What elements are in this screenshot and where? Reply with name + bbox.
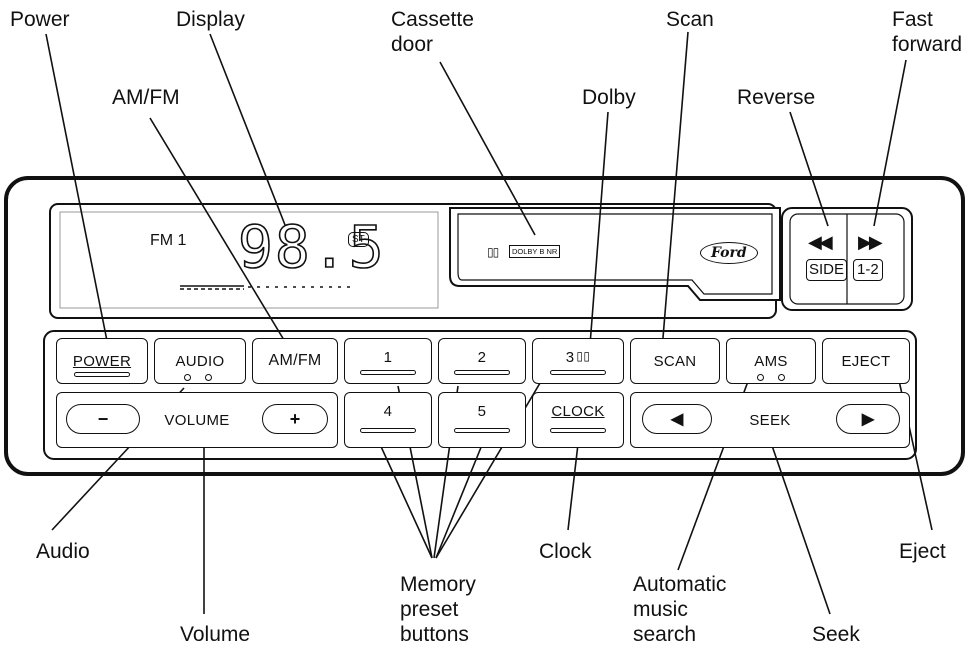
leader-clock: [567, 443, 579, 531]
leader-seek: [767, 433, 831, 615]
label-cassette-door: Cassette door: [391, 8, 474, 56]
preset-3-indicator: [550, 370, 606, 375]
audio-button-label: AUDIO: [175, 353, 225, 370]
label-automatic-music-search: Automatic music search: [633, 573, 727, 646]
preset-4-indicator: [360, 428, 416, 433]
leader-memory-3: [435, 372, 547, 559]
label-display: Display: [176, 8, 245, 31]
preset-2-indicator: [454, 370, 510, 375]
preset-2-label: 2: [477, 349, 487, 366]
audio-button[interactable]: AUDIO: [154, 338, 246, 384]
leader-memory-4: [377, 439, 433, 559]
volume-label: VOLUME: [164, 411, 230, 429]
label-audio: Audio: [36, 540, 90, 563]
seek-right-icon: ▶: [861, 411, 875, 428]
leader-reverse: [789, 111, 829, 227]
preset-3-label: 3: [565, 349, 575, 366]
label-reverse: Reverse: [737, 86, 816, 109]
clock-button[interactable]: CLOCK: [532, 392, 624, 448]
rewind-icon[interactable]: ◀◀: [808, 232, 833, 252]
frequency-readout: 98.5: [237, 213, 386, 281]
seek-label: SEEK: [749, 411, 791, 429]
seek-up-button[interactable]: ▶: [836, 404, 900, 434]
signal-bar-row: [180, 285, 350, 290]
audio-led-right: [205, 374, 212, 381]
dolby-button-icon: ▯▯: [576, 349, 591, 363]
label-seek: Seek: [812, 623, 860, 646]
side-label: SIDE: [806, 259, 848, 281]
label-scan: Scan: [666, 8, 714, 31]
stereo-badge: ST: [348, 232, 369, 247]
fast-forward-icon[interactable]: ▶▶: [858, 232, 883, 252]
display-window: [59, 211, 439, 309]
preset-2-button[interactable]: 2: [438, 338, 526, 384]
ams-button[interactable]: AMS: [726, 338, 816, 384]
clock-indicator: [550, 428, 606, 433]
label-volume: Volume: [180, 623, 251, 646]
preset-3-button[interactable]: 3▯▯: [532, 338, 624, 384]
seek-left-icon: ◀: [670, 411, 684, 428]
label-am-fm: AM/FM: [112, 86, 180, 109]
preset-1-button[interactable]: 1: [344, 338, 432, 384]
preset-5-label: 5: [477, 403, 487, 420]
dolby-badge: DOLBY B NR: [509, 245, 561, 258]
preset-4-button[interactable]: 4: [344, 392, 432, 448]
preset-5-indicator: [454, 428, 510, 433]
ford-logo: Ford: [700, 242, 758, 264]
leader-fast-forward: [873, 59, 907, 227]
clock-button-label: CLOCK: [551, 403, 605, 420]
label-clock: Clock: [539, 540, 592, 563]
ams-led-right: [778, 374, 785, 381]
leader-cassette-door: [439, 61, 536, 236]
label-dolby: Dolby: [582, 86, 636, 109]
leader-am-fm: [149, 117, 291, 351]
preset-1-label: 1: [383, 349, 393, 366]
dolby-icon: ▯▯: [487, 245, 499, 259]
cassette-door-inner: [457, 213, 773, 295]
volume-up-button[interactable]: +: [262, 404, 328, 434]
volume-down-button[interactable]: −: [66, 404, 140, 434]
ams-led-left: [757, 374, 764, 381]
scan-button-label: SCAN: [653, 352, 697, 370]
leader-scan: [661, 31, 689, 351]
plus-icon: +: [289, 408, 301, 429]
scan-button[interactable]: SCAN: [630, 338, 720, 384]
preset-1-indicator: [360, 370, 416, 375]
eject-button-label: EJECT: [841, 352, 891, 370]
power-button-label: POWER: [72, 353, 132, 370]
preset-4-label: 4: [383, 403, 393, 420]
band-indicator: FM 1: [150, 232, 187, 249]
audio-led-left: [184, 374, 191, 381]
leader-power: [45, 33, 111, 357]
am-fm-button[interactable]: AM/FM: [252, 338, 338, 384]
leader-memory-5: [435, 439, 485, 559]
label-fast-forward: Fast forward: [892, 8, 963, 56]
preset-5-button[interactable]: 5: [438, 392, 526, 448]
power-button[interactable]: POWER: [56, 338, 148, 384]
power-indicator: [74, 372, 130, 377]
leader-display: [209, 33, 288, 231]
side-value: 1-2: [853, 259, 883, 281]
leader-dolby: [589, 111, 609, 346]
minus-icon: −: [97, 408, 109, 429]
label-memory-preset: Memory preset buttons: [400, 573, 476, 646]
ams-button-label: AMS: [754, 353, 788, 370]
label-eject: Eject: [899, 540, 946, 563]
am-fm-button-label: AM/FM: [268, 352, 322, 369]
seek-down-button[interactable]: ◀: [642, 404, 712, 434]
eject-button[interactable]: EJECT: [822, 338, 910, 384]
label-power: Power: [10, 8, 70, 31]
